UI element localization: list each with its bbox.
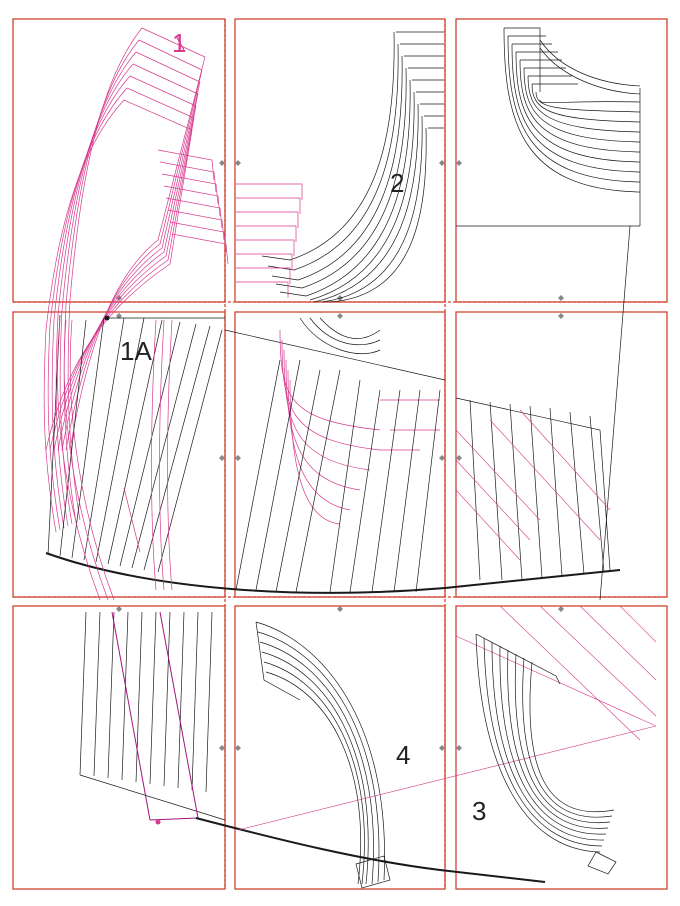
piece-label-4: 4 bbox=[396, 740, 410, 770]
piece-mid-right-pink-diagonals bbox=[455, 409, 611, 561]
hem-line bbox=[45, 552, 621, 594]
piece-mid-black-curves bbox=[235, 317, 441, 593]
notch-dot bbox=[104, 315, 110, 321]
pivot-marker bbox=[155, 819, 161, 825]
tile-r1c2 bbox=[234, 18, 446, 303]
piece-1-sleeve bbox=[43, 27, 206, 533]
piece-2-pink-steps bbox=[236, 183, 303, 298]
tile-frames bbox=[12, 18, 668, 890]
alignment-markers bbox=[116, 160, 564, 751]
piece-mid-right-lines bbox=[455, 397, 611, 581]
piece-4-pink-line bbox=[237, 635, 657, 831]
cut-guides bbox=[13, 19, 667, 889]
piece-label-1a: 1A bbox=[120, 336, 152, 366]
piece-4-curves bbox=[255, 621, 391, 889]
piece-1-hem-stroke bbox=[175, 35, 185, 51]
piece-2-curves bbox=[261, 31, 444, 303]
tile-r2c3 bbox=[455, 311, 668, 598]
piece-label-3: 3 bbox=[472, 796, 486, 826]
tile-r3c2 bbox=[234, 605, 446, 890]
tile-r1c1 bbox=[12, 18, 226, 303]
hem-line-bottom bbox=[195, 817, 546, 883]
tile-r1c3 bbox=[455, 18, 668, 303]
piece-3-curves bbox=[475, 633, 617, 875]
piece-top-right-curves bbox=[456, 27, 641, 601]
tile-r2c2 bbox=[234, 311, 446, 598]
piece-bottom-left-lines bbox=[79, 611, 226, 821]
piece-label-2: 2 bbox=[390, 168, 404, 198]
piece-1a-pink-curves bbox=[57, 319, 173, 601]
piece-1a-mid-pink-curves bbox=[279, 329, 440, 525]
piece-label-1: 1 bbox=[172, 28, 186, 58]
piece-3-pink-diagonals bbox=[499, 605, 657, 741]
piece-1-cap-steps bbox=[157, 149, 229, 265]
tile-r3c3 bbox=[455, 605, 668, 890]
